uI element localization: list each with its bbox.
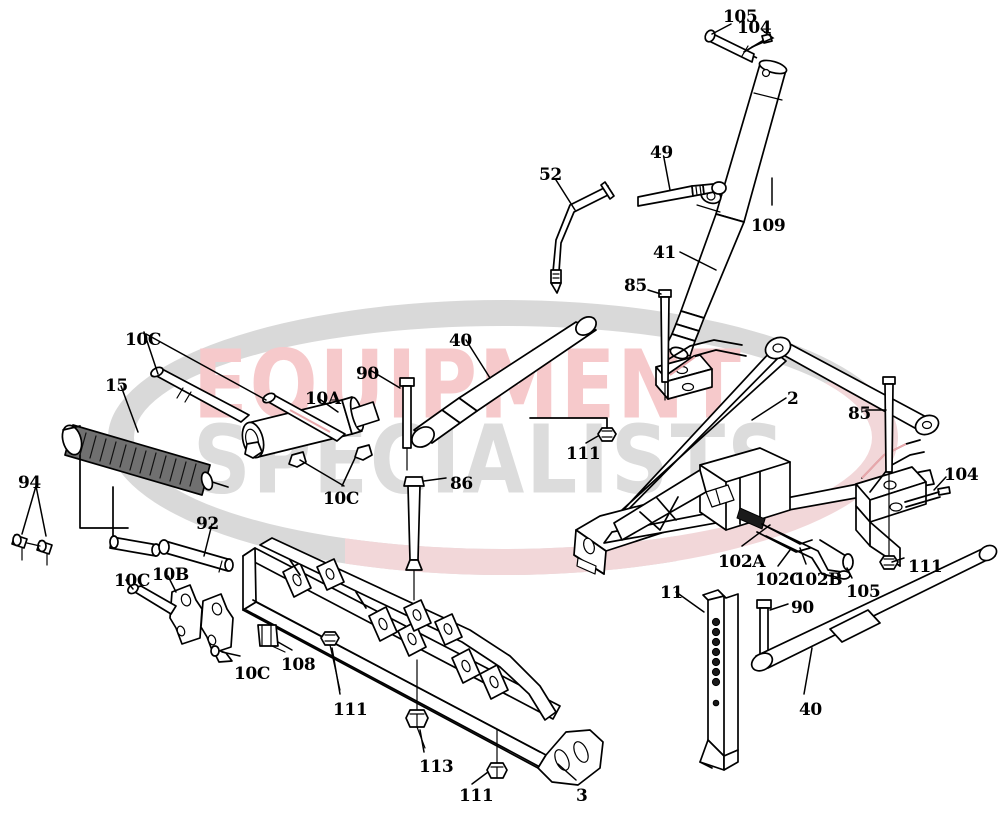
nuts-group (244, 417, 899, 779)
callout-label-90-center: 90 (356, 364, 379, 384)
a-frame-2 (573, 336, 940, 575)
spring-hook-pins-94 (11, 533, 53, 566)
callout-label-92: 92 (196, 514, 219, 534)
callout-label-108: 108 (281, 655, 316, 675)
bolt-85-right (882, 376, 896, 557)
callout-label-104-right: 104 (944, 465, 979, 485)
callout-label-94: 94 (18, 473, 41, 493)
callout-label-105-right: 105 (846, 582, 881, 602)
bolt-86 (403, 476, 425, 601)
callout-label-102B: 102B (794, 570, 843, 590)
callout-label-111-bottom: 111 (459, 786, 494, 806)
leader-lines (21, 23, 947, 785)
lift-cylinder-group (664, 59, 788, 360)
callout-label-40-lower: 40 (799, 700, 822, 720)
callout-label-85-left: 85 (624, 276, 647, 296)
callout-label-3: 3 (576, 786, 588, 806)
return-spring-15 (61, 424, 229, 496)
bolt-104-right (904, 486, 951, 508)
callout-label-104-top: 104 (737, 18, 772, 38)
callout-label-49: 49 (650, 143, 673, 163)
hose-49 (637, 181, 727, 207)
callout-label-10C-lower: 10C (323, 489, 359, 509)
bent-tube-52 (550, 181, 615, 294)
callout-label-113: 113 (419, 757, 454, 777)
callout-label-111-lowerleft: 111 (333, 700, 368, 720)
push-beam-3 (242, 537, 604, 786)
callout-label-41: 41 (653, 243, 676, 263)
callout-label-85-right: 85 (848, 404, 871, 424)
bolt-85-left (658, 289, 672, 401)
wire-harness (736, 507, 854, 580)
callout-label-86: 86 (450, 474, 473, 494)
bolt-90-center (399, 377, 415, 471)
bracket-plates-10B (127, 583, 234, 663)
callout-label-52: 52 (539, 165, 562, 185)
callout-label-90-right: 90 (791, 598, 814, 618)
mount-brackets (655, 354, 927, 567)
callout-label-111-center: 111 (566, 444, 601, 464)
callout-label-102C: 102C (755, 570, 803, 590)
callout-label-105-top: 105 (723, 7, 758, 27)
strut-rod-40-lower (750, 544, 998, 672)
callout-label-109: 109 (751, 216, 786, 236)
spring-lower-links (79, 454, 161, 557)
callout-label-10A: 10A (305, 389, 341, 409)
tiedown-arms (663, 339, 925, 493)
top-pin-and-bolt (704, 29, 773, 63)
callout-label-102A: 102A (718, 552, 766, 572)
mount-pin-92 (158, 539, 234, 573)
callout-label-40-upper: 40 (449, 331, 472, 351)
callout-label-2: 2 (787, 389, 799, 409)
callout-label-10C-bracket: 10C (234, 664, 270, 684)
callout-label-111-right: 111 (908, 557, 943, 577)
strut-rod-40-upper (411, 316, 597, 448)
callout-label-11: 11 (660, 583, 683, 603)
callout-label-10C-bottomleft: 10C (114, 571, 150, 591)
callout-label-10B: 10B (152, 565, 189, 585)
callout-label-10C-upper: 10C (125, 330, 161, 350)
jack-stand-11 (699, 589, 739, 771)
callout-label-15: 15 (105, 376, 128, 396)
